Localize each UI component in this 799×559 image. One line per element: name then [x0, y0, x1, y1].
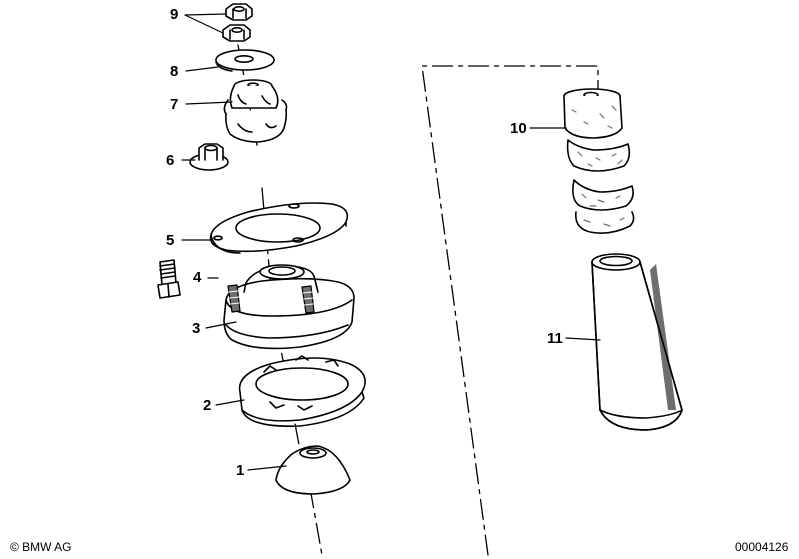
callout-2: 2 — [203, 397, 212, 414]
callout-6: 6 — [166, 152, 175, 169]
part-1-cap — [275, 445, 351, 495]
part-10-bump-stop — [563, 88, 635, 234]
part-6-flange-nut — [189, 143, 229, 171]
part-4-bolt — [157, 259, 181, 299]
callout-1: 1 — [236, 462, 245, 479]
callout-10: 10 — [510, 120, 527, 137]
callout-7: 7 — [170, 96, 179, 113]
callout-11: 11 — [547, 330, 563, 347]
part-3-support-bearing — [223, 264, 355, 350]
callout-4: 4 — [193, 269, 202, 286]
part-8-washer — [215, 49, 275, 72]
copyright-label: © BMW AG — [10, 540, 72, 554]
part-11-protective-tube — [591, 253, 683, 431]
part-5-gasket — [209, 202, 349, 254]
leader-lines — [181, 13, 601, 471]
callout-9: 9 — [170, 6, 179, 23]
part-2-ring — [238, 355, 366, 427]
part-9-nuts — [222, 3, 253, 42]
callout-3: 3 — [192, 320, 201, 337]
assembly-axis-right — [421, 65, 599, 556]
callout-5: 5 — [166, 232, 175, 249]
callout-8: 8 — [170, 63, 179, 80]
part-7-rubber-mount — [223, 79, 288, 143]
drawing-number: 00004126 — [735, 540, 789, 554]
